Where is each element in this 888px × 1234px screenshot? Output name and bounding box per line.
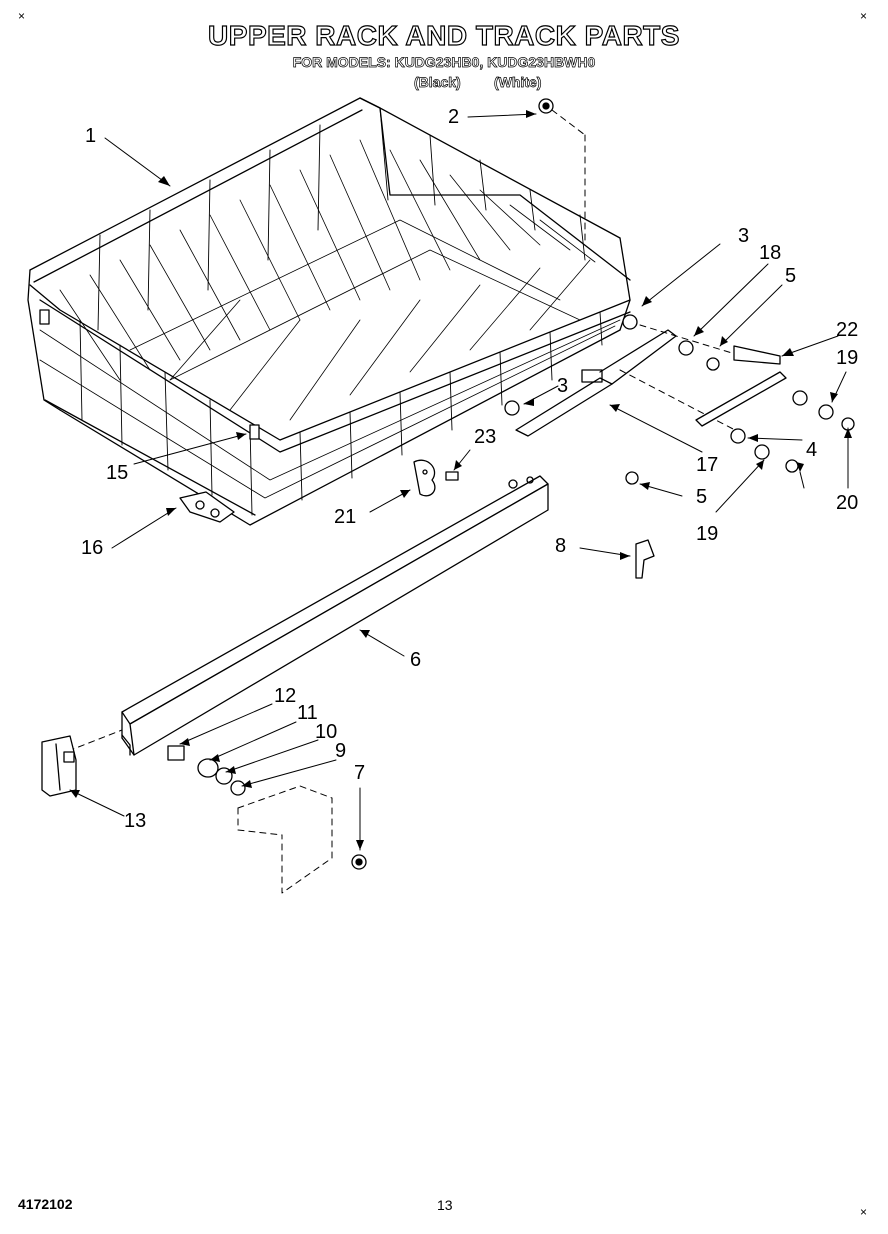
callout-22: 22 bbox=[836, 319, 859, 341]
page-number: 13 bbox=[437, 1197, 453, 1213]
callout-18: 18 bbox=[759, 242, 782, 264]
callout-6: 6 bbox=[410, 649, 422, 671]
callout-15: 15 bbox=[106, 462, 129, 484]
callout-7: 7 bbox=[354, 762, 366, 784]
leader-arrowheads bbox=[70, 110, 852, 850]
callout-8: 8 bbox=[555, 535, 567, 557]
callout-19-upper: 19 bbox=[836, 347, 859, 369]
end-cap-part bbox=[41, 735, 77, 797]
corner-mark-top-right: × bbox=[860, 9, 868, 23]
callout-12: 12 bbox=[274, 685, 297, 707]
corner-mark-top-left: × bbox=[18, 9, 26, 23]
callout-20: 20 bbox=[836, 492, 859, 514]
variant-white-label: (White) bbox=[494, 74, 542, 91]
callout-4: 4 bbox=[806, 439, 818, 461]
arm-part-22 bbox=[695, 345, 787, 427]
callout-13: 13 bbox=[124, 810, 147, 832]
wheel-stack-parts bbox=[167, 745, 367, 870]
variant-black-label: (Black) bbox=[414, 74, 461, 91]
models-line: FOR MODELS: KUDG23HB0, KUDG23HBWH0 bbox=[292, 54, 596, 71]
callout-10: 10 bbox=[315, 721, 338, 743]
callout-16: 16 bbox=[81, 537, 104, 559]
arm-part-17 bbox=[515, 329, 677, 437]
callout-17: 17 bbox=[696, 454, 719, 476]
callout-3-lower: 3 bbox=[557, 375, 569, 397]
pin-part-23 bbox=[445, 471, 459, 481]
callout-21: 21 bbox=[334, 506, 357, 528]
latch-part-8 bbox=[635, 539, 655, 579]
callout-5-lower: 5 bbox=[696, 486, 708, 508]
callout-5-upper: 5 bbox=[785, 265, 797, 287]
track-rail bbox=[121, 475, 549, 756]
callout-2: 2 bbox=[448, 106, 460, 128]
callout-1: 1 bbox=[85, 125, 97, 147]
document-number: 4172102 bbox=[18, 1196, 73, 1212]
rack-stop-part bbox=[179, 491, 235, 523]
upper-rack-basket bbox=[27, 97, 631, 526]
callout-23: 23 bbox=[474, 426, 497, 448]
callout-9: 9 bbox=[335, 740, 347, 762]
small-hardware-parts bbox=[504, 98, 855, 485]
callout-3-upper: 3 bbox=[738, 225, 750, 247]
corner-mark-bottom-right: × bbox=[860, 1205, 868, 1219]
clip-part-21 bbox=[413, 459, 436, 497]
page-title: UPPER RACK AND TRACK PARTS bbox=[207, 19, 680, 51]
callout-11: 11 bbox=[297, 702, 318, 724]
callout-19-lower: 19 bbox=[696, 523, 719, 545]
